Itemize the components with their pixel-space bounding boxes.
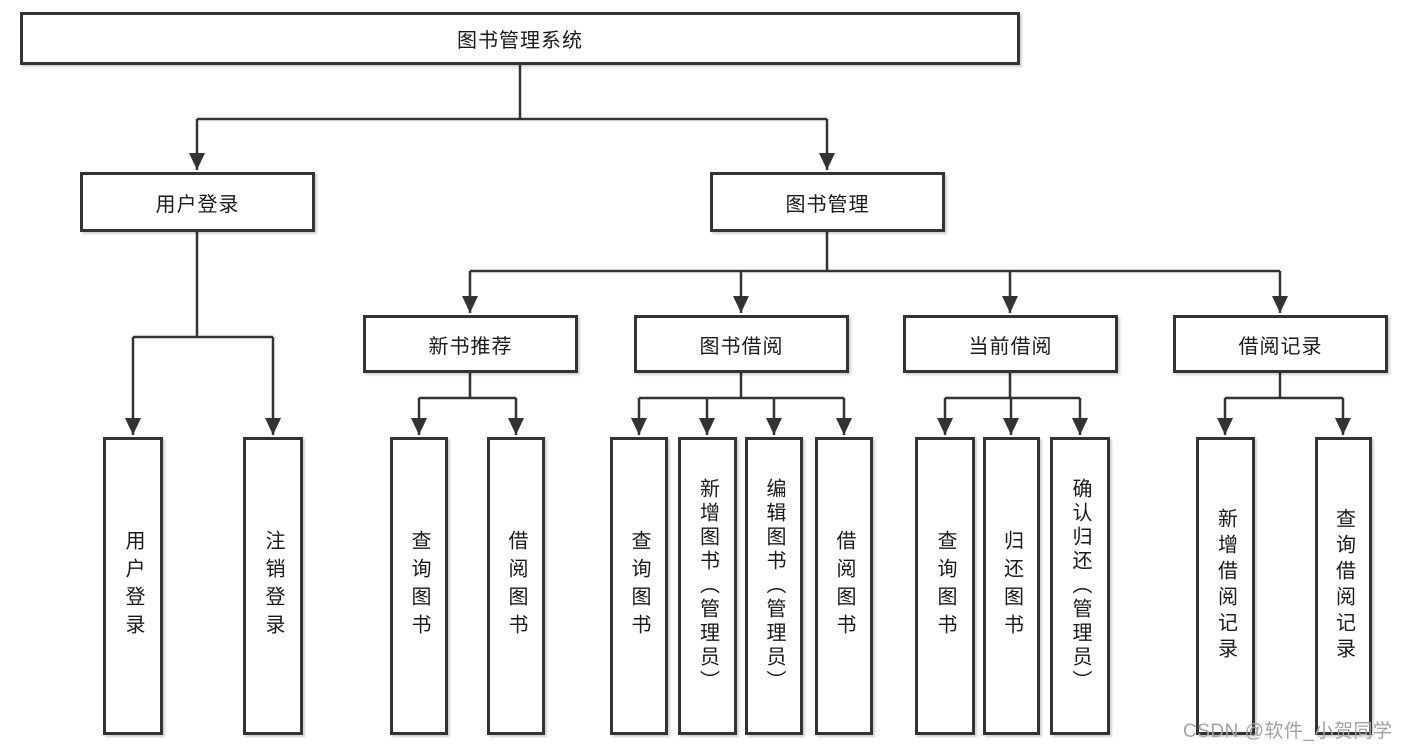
leaf-query-books-current: 查询图书 [915, 437, 975, 735]
node-label: 借阅图书 [505, 530, 527, 642]
node-new-book-recommend: 新书推荐 [363, 315, 578, 373]
csdn-watermark: CSDN @软件_小贺同学 [1183, 721, 1393, 742]
node-label: 注销登录 [262, 530, 284, 642]
node-label: 用户登录 [122, 530, 144, 642]
node-label: 新书推荐 [428, 335, 513, 358]
node-label: 当前借阅 [968, 335, 1053, 358]
leaf-confirm-return-admin: 确认归还（管理员） [1050, 437, 1110, 735]
node-root-system: 图书管理系统 [20, 12, 1020, 65]
node-label: 查询借阅记录 [1332, 508, 1355, 664]
node-label: 图书借阅 [699, 335, 784, 358]
leaf-user-login: 用户登录 [103, 437, 163, 735]
node-label: 确认归还（管理员） [1069, 478, 1091, 694]
leaf-logout: 注销登录 [243, 437, 303, 735]
leaf-edit-books-admin: 编辑图书（管理员） [745, 437, 803, 735]
node-label: 用户登录 [155, 193, 240, 216]
node-label: 借阅记录 [1238, 335, 1323, 358]
leaf-borrow-books-borrow: 借阅图书 [815, 437, 873, 735]
leaf-query-books-borrow: 查询图书 [610, 437, 668, 735]
node-user-login: 用户登录 [80, 172, 315, 232]
node-borrowing-records: 借阅记录 [1173, 315, 1388, 373]
node-current-borrowing: 当前借阅 [903, 315, 1118, 373]
leaf-borrow-books-recommend: 借阅图书 [487, 437, 545, 735]
node-label: 查询图书 [628, 530, 650, 642]
leaf-add-books-admin: 新增图书（管理员） [678, 437, 737, 735]
leaf-query-borrow-record: 查询借阅记录 [1315, 437, 1372, 735]
node-label: 图书管理系统 [457, 30, 583, 52]
node-label: 借阅图书 [833, 530, 855, 642]
leaf-query-books-recommend: 查询图书 [390, 437, 448, 735]
node-label: 查询图书 [408, 530, 430, 642]
leaf-return-books: 归还图书 [983, 437, 1040, 735]
node-label: 查询图书 [934, 530, 956, 642]
node-label: 归还图书 [1000, 530, 1023, 642]
node-book-management: 图书管理 [710, 172, 945, 232]
node-label: 编辑图书（管理员） [763, 478, 785, 694]
node-label: 图书管理 [785, 193, 870, 216]
node-book-borrowing: 图书借阅 [634, 315, 849, 373]
node-label: 新增图书（管理员） [696, 478, 719, 694]
node-label: 新增借阅记录 [1214, 508, 1237, 664]
leaf-add-borrow-record: 新增借阅记录 [1196, 437, 1255, 735]
